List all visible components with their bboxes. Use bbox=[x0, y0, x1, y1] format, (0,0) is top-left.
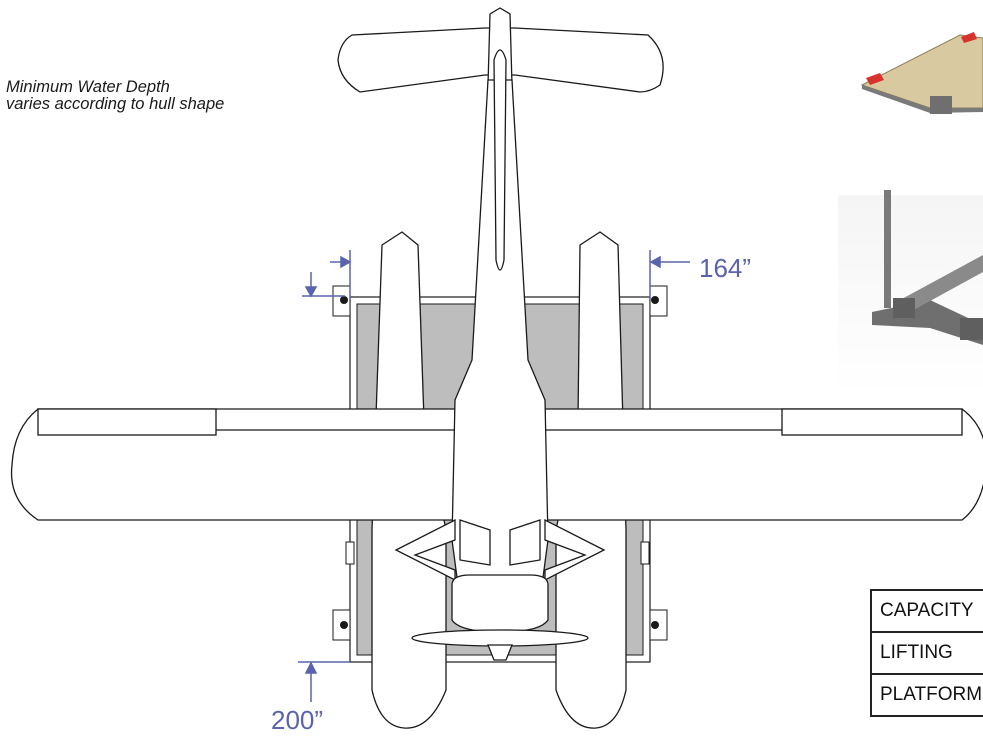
water-depth-note-line1: Minimum Water Depth bbox=[6, 78, 170, 96]
water-depth-note-line2: varies according to hull shape bbox=[6, 95, 225, 113]
dimension-label-bottom: 200” bbox=[271, 705, 324, 735]
frame-render-middle bbox=[838, 190, 983, 395]
spec-row-label: PLATFORM bbox=[870, 673, 983, 717]
spec-row: LIFTING bbox=[870, 631, 983, 675]
main-wing bbox=[10, 408, 983, 521]
spec-row: CAPACITY bbox=[870, 589, 983, 633]
spec-table-container: CAPACITY LIFTING PLATFORM bbox=[868, 587, 983, 741]
spec-row: PLATFORM bbox=[870, 673, 983, 717]
spec-row-label: CAPACITY bbox=[870, 589, 983, 633]
spec-row-label: LIFTING bbox=[870, 631, 983, 675]
dimension-marks bbox=[298, 250, 690, 702]
spec-table: CAPACITY LIFTING PLATFORM bbox=[870, 589, 983, 717]
dimension-label-right: 164” bbox=[699, 253, 752, 283]
fuselage bbox=[394, 49, 606, 661]
deck-render-top bbox=[860, 32, 983, 114]
water-depth-note: Minimum Water Depth varies according to … bbox=[6, 79, 224, 113]
